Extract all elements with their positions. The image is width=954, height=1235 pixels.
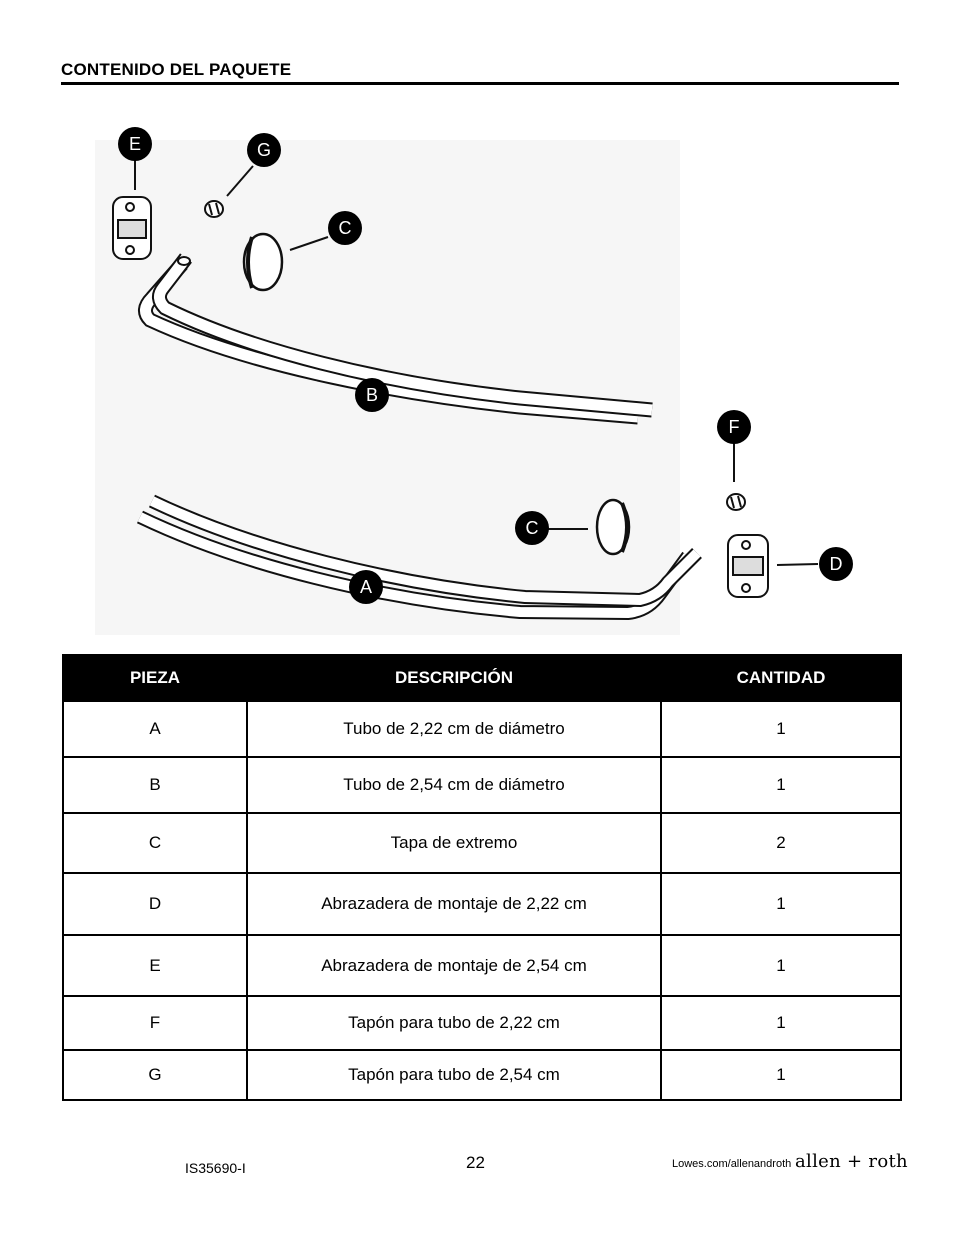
cell-cantidad: 1 xyxy=(660,1049,902,1101)
cell-pieza: F xyxy=(62,995,248,1051)
callout-f: F xyxy=(717,410,751,444)
callout-c-top: C xyxy=(328,211,362,245)
parts-table: PIEZA DESCRIPCIÓN CANTIDAD A Tubo de 2,2… xyxy=(62,654,902,1101)
callout-label: D xyxy=(830,554,843,574)
callout-label: C xyxy=(339,218,352,238)
parts-diagram: E G C B F C A D xyxy=(112,127,853,621)
tube-a-drawing xyxy=(136,494,702,621)
cell-descripcion: Abrazadera de montaje de 2,22 cm xyxy=(246,872,662,936)
cell-pieza: D xyxy=(62,872,248,936)
plug-g-drawing xyxy=(204,200,224,218)
cell-pieza: B xyxy=(62,756,248,814)
callout-e: E xyxy=(118,127,152,161)
cell-pieza: G xyxy=(62,1049,248,1101)
cell-cantidad: 1 xyxy=(660,995,902,1051)
table-row: B Tubo de 2,54 cm de diámetro 1 xyxy=(62,756,902,814)
bracket-e-drawing xyxy=(112,196,152,260)
table-row: E Abrazadera de montaje de 2,54 cm 1 xyxy=(62,934,902,997)
cell-cantidad: 1 xyxy=(660,934,902,997)
cell-descripcion: Tapón para tubo de 2,22 cm xyxy=(246,995,662,1051)
callout-d: D xyxy=(819,547,853,581)
callout-g: G xyxy=(247,133,281,167)
callout-b: B xyxy=(355,378,389,412)
brand-logo: allen + roth xyxy=(795,1151,908,1172)
tube-b-drawing xyxy=(138,253,653,425)
callout-label: F xyxy=(729,417,740,437)
cell-descripcion: Tapa de extremo xyxy=(246,812,662,874)
page-number: 22 xyxy=(466,1153,485,1172)
document-code: IS35690-I xyxy=(185,1160,246,1176)
callout-label: A xyxy=(360,577,372,597)
table-row: A Tubo de 2,22 cm de diámetro 1 xyxy=(62,700,902,758)
plug-f-drawing xyxy=(726,493,746,511)
callout-label: C xyxy=(526,518,539,538)
table-row: C Tapa de extremo 2 xyxy=(62,812,902,874)
table-row: D Abrazadera de montaje de 2,22 cm 1 xyxy=(62,872,902,936)
cell-pieza: A xyxy=(62,700,248,758)
table-header-row: PIEZA DESCRIPCIÓN CANTIDAD xyxy=(62,654,902,702)
callout-c-bottom: C xyxy=(515,511,549,545)
cell-pieza: E xyxy=(62,934,248,997)
callout-label: E xyxy=(129,134,141,154)
column-header-pieza: PIEZA xyxy=(62,654,248,702)
cell-pieza: C xyxy=(62,812,248,874)
column-header-cantidad: CANTIDAD xyxy=(660,654,902,702)
end-cap-c-drawing xyxy=(242,232,284,292)
cell-cantidad: 1 xyxy=(660,756,902,814)
cell-cantidad: 1 xyxy=(660,872,902,936)
table-row: F Tapón para tubo de 2,22 cm 1 xyxy=(62,995,902,1051)
cell-descripcion: Abrazadera de montaje de 2,54 cm xyxy=(246,934,662,997)
cell-descripcion: Tapón para tubo de 2,54 cm xyxy=(246,1049,662,1101)
table-row: G Tapón para tubo de 2,54 cm 1 xyxy=(62,1049,902,1101)
end-cap-c-drawing xyxy=(595,498,631,556)
bracket-d-drawing xyxy=(727,534,769,598)
title-divider xyxy=(61,82,899,85)
callout-a: A xyxy=(349,570,383,604)
cell-descripcion: Tubo de 2,22 cm de diámetro xyxy=(246,700,662,758)
cell-cantidad: 1 xyxy=(660,700,902,758)
cell-cantidad: 2 xyxy=(660,812,902,874)
footer-url: Lowes.com/allenandroth xyxy=(672,1158,792,1170)
leader-lines xyxy=(134,160,819,566)
cell-descripcion: Tubo de 2,54 cm de diámetro xyxy=(246,756,662,814)
callout-label: G xyxy=(257,140,271,160)
section-title: CONTENIDO DEL PAQUETE xyxy=(61,60,292,79)
column-header-descripcion: DESCRIPCIÓN xyxy=(246,654,662,702)
callout-label: B xyxy=(366,385,378,405)
